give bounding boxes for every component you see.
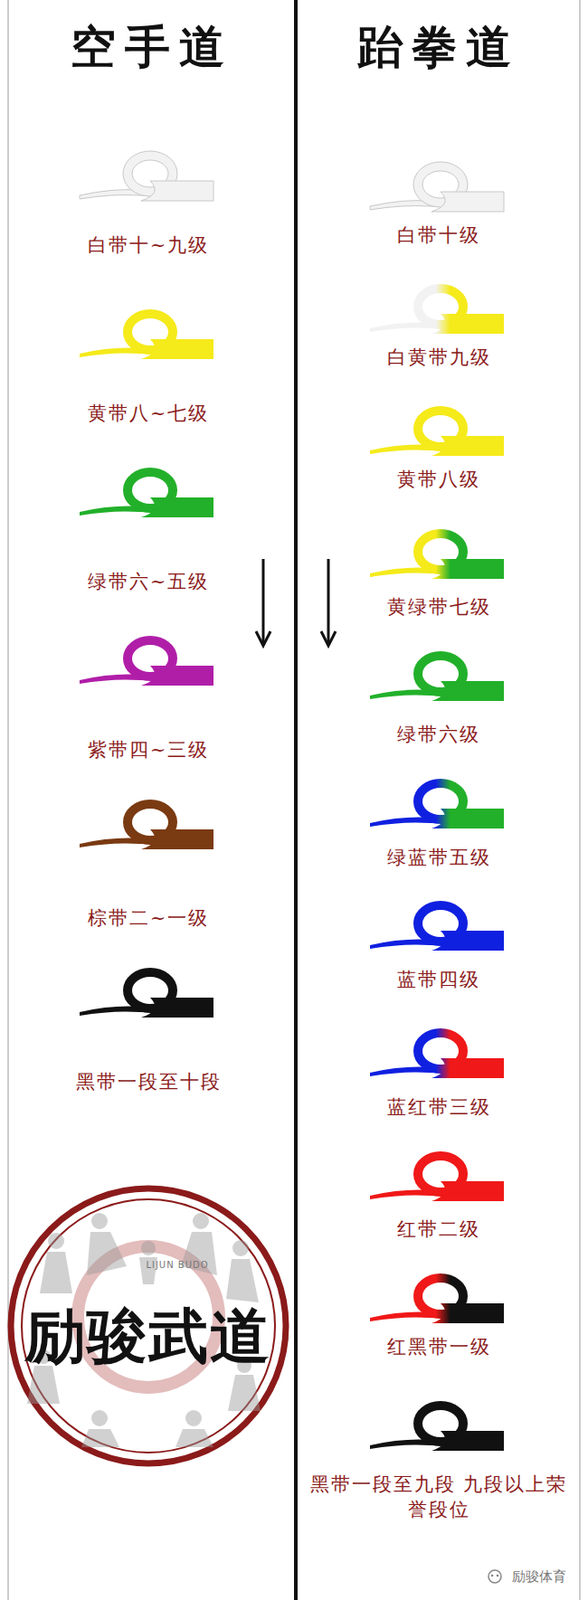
martial-art-column: 跆拳道白带十级白黄带九级黄带八级黄绿带七级绿带六级绿蓝带五级蓝带四级蓝红带三级红… bbox=[299, 0, 579, 1600]
belt-icon bbox=[366, 279, 512, 343]
belt-end bbox=[431, 313, 504, 334]
watermark-icon bbox=[488, 1570, 502, 1584]
belt-icon bbox=[75, 146, 221, 210]
belt-rank-label: 红带二级 bbox=[307, 1216, 570, 1243]
belt-item: 黄绿带七级 bbox=[307, 524, 570, 623]
belt-item: 白黄带九级 bbox=[307, 279, 570, 373]
belt-item: 黄带八级 bbox=[307, 401, 570, 495]
page-border bbox=[7, 0, 10, 1600]
logo-emblem bbox=[10, 1188, 286, 1464]
belt-icon bbox=[366, 401, 512, 465]
page-border bbox=[578, 0, 581, 1600]
watermark: 励骏体育 bbox=[512, 1568, 567, 1586]
belt-end bbox=[141, 497, 214, 518]
belt-rank-label: 棕带二~一级 bbox=[17, 905, 280, 931]
belt-rank-label: 黄带八级 bbox=[307, 466, 570, 493]
belt-rank-label: 绿带六~五级 bbox=[17, 569, 280, 595]
belt-icon bbox=[75, 795, 221, 859]
down-arrow bbox=[256, 559, 336, 646]
belt-item: 红黑带一级 bbox=[307, 1269, 570, 1363]
belt-rank-label: 绿蓝带五级 bbox=[307, 844, 570, 871]
belt-end bbox=[141, 339, 214, 360]
belt-icon bbox=[366, 524, 512, 588]
belt-icon bbox=[75, 631, 221, 695]
belt-end bbox=[431, 559, 504, 579]
belt-rank-label: 白带十~九级 bbox=[17, 232, 280, 258]
belt-icon bbox=[75, 463, 221, 527]
belt-icon bbox=[366, 1269, 512, 1333]
belt-end bbox=[431, 930, 504, 951]
belt-rank-label: 紫带四~三级 bbox=[17, 737, 280, 763]
belt-item: 白带十级 bbox=[307, 157, 570, 251]
belt-icon bbox=[366, 646, 512, 711]
belt-end bbox=[431, 681, 504, 702]
belt-end bbox=[431, 1303, 504, 1324]
column-heading: 空手道 bbox=[10, 21, 294, 72]
belt-item: 红带二级 bbox=[307, 1147, 570, 1245]
belt-end bbox=[431, 436, 504, 456]
belt-icon bbox=[366, 1396, 512, 1461]
belt-item: 黄带八~七级 bbox=[17, 304, 280, 429]
belt-end bbox=[431, 1181, 504, 1202]
belt-end bbox=[431, 808, 504, 829]
belt-icon bbox=[75, 963, 221, 1027]
belt-end bbox=[141, 997, 214, 1018]
belt-rank-label: 绿带六级 bbox=[307, 721, 570, 748]
logo-text: 励骏武道 bbox=[25, 1296, 272, 1378]
belt-rank-label: 蓝带四级 bbox=[307, 967, 570, 993]
belt-rank-label: 蓝红带三级 bbox=[307, 1094, 570, 1120]
belt-item: 黑带一段至九段 九段以上荣誉段位 bbox=[307, 1396, 570, 1526]
belt-item: 绿蓝带五级 bbox=[307, 774, 570, 873]
belt-rank-label: 黄绿带七级 bbox=[307, 594, 570, 620]
belt-end bbox=[431, 191, 504, 212]
belt-item: 白带十~九级 bbox=[17, 146, 280, 261]
belt-end bbox=[431, 1431, 504, 1452]
belt-end bbox=[141, 180, 214, 201]
column-heading: 跆拳道 bbox=[299, 21, 579, 72]
belt-icon bbox=[366, 774, 512, 838]
belt-rank-label: 白带十级 bbox=[307, 222, 570, 248]
column-divider bbox=[294, 0, 298, 1600]
belt-rank-label: 白黄带九级 bbox=[307, 344, 570, 370]
belt-icon bbox=[366, 1024, 512, 1088]
belt-rank-label: 黑带一段至十段 bbox=[17, 1069, 280, 1095]
belt-end bbox=[431, 1058, 504, 1079]
belt-end bbox=[141, 665, 214, 686]
belt-rank-label: 红黑带一级 bbox=[307, 1334, 570, 1360]
logo-subtitle: LIJUN BUDO bbox=[145, 1260, 209, 1271]
belt-icon bbox=[366, 896, 512, 960]
belt-icon bbox=[366, 157, 512, 221]
belt-item: 蓝红带三级 bbox=[307, 1024, 570, 1123]
belt-item: 绿带六级 bbox=[307, 646, 570, 750]
belt-item: 蓝带四级 bbox=[307, 896, 570, 996]
belt-item: 紫带四~三级 bbox=[17, 631, 280, 766]
belt-item: 棕带二~一级 bbox=[17, 795, 280, 934]
belt-rank-label: 黄带八~七级 bbox=[17, 400, 280, 427]
belt-end bbox=[141, 829, 214, 850]
belt-icon bbox=[366, 1147, 512, 1211]
belt-item: 绿带六~五级 bbox=[17, 463, 280, 598]
belt-icon bbox=[75, 304, 221, 369]
belt-rank-label: 黑带一段至九段 九段以上荣誉段位 bbox=[307, 1471, 570, 1524]
belt-item: 黑带一段至十段 bbox=[17, 963, 280, 1098]
